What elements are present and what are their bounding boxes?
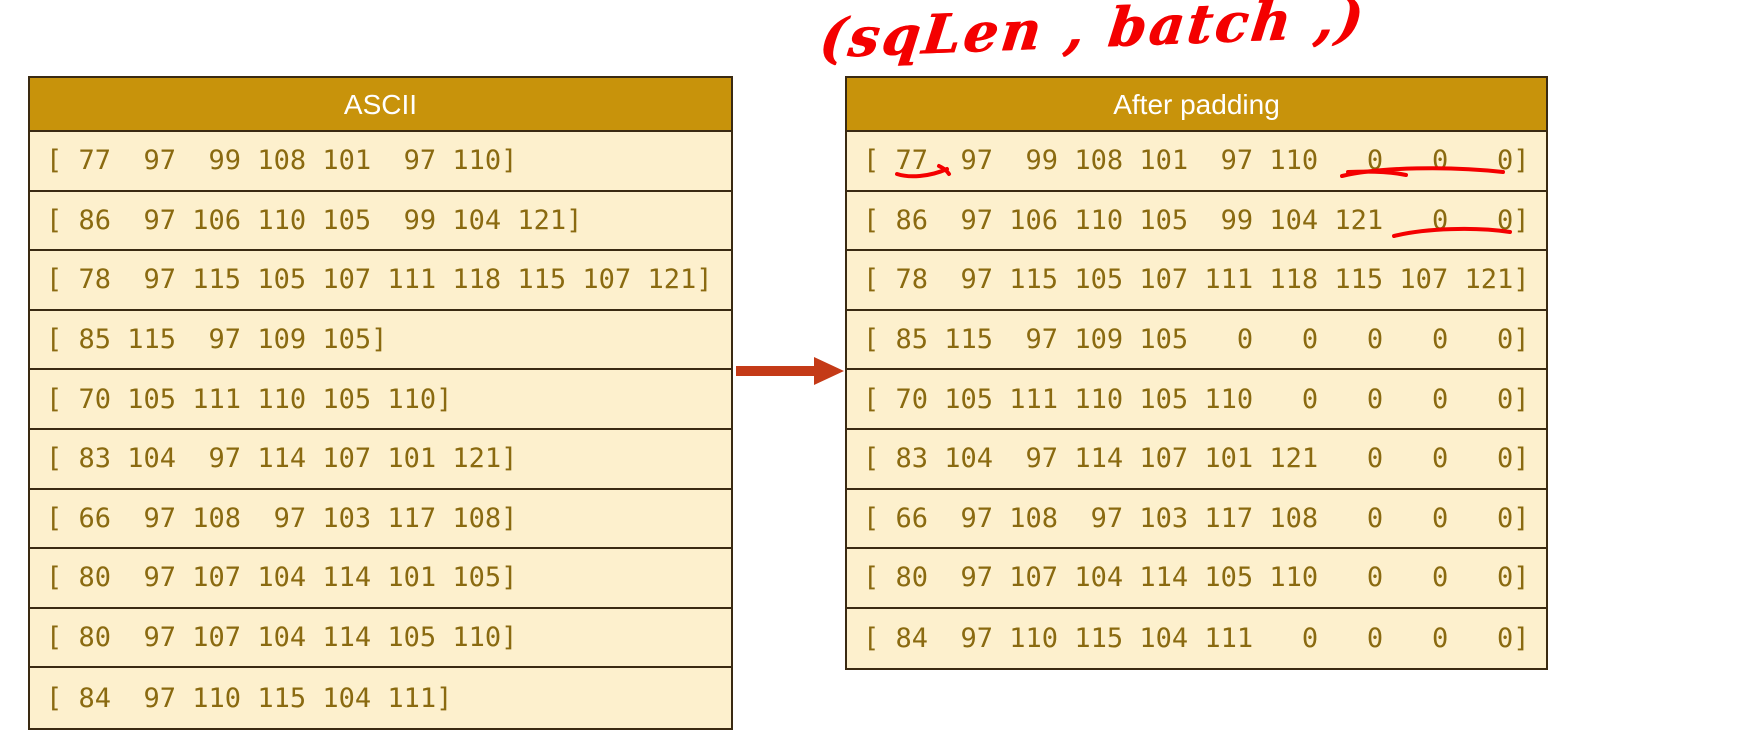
ascii-table: ASCII [ 77 97 99 108 101 97 110] [ 86 97… <box>28 76 733 730</box>
padded-row-values: [ 66 97 108 97 103 117 108 0 0 0] <box>863 502 1530 534</box>
flow-arrow-icon <box>736 357 844 385</box>
table-row: [ 78 97 115 105 107 111 118 115 107 121] <box>847 251 1546 311</box>
table-row: [ 83 104 97 114 107 101 121 0 0 0] <box>847 429 1546 490</box>
padded-row-values: [ 70 105 111 110 105 110 0 0 0 0] <box>863 383 1530 415</box>
ascii-row-values: [ 66 97 108 97 103 117 108] <box>46 502 518 534</box>
ascii-row-values: [ 86 97 106 110 105 99 104 121] <box>46 204 583 236</box>
ascii-table-header: ASCII <box>30 78 731 132</box>
ascii-row-values: [ 78 97 115 105 107 111 118 115 107 121] <box>46 264 713 296</box>
padded-row-values: [ 80 97 107 104 114 105 110 0 0 0] <box>863 562 1530 594</box>
ascii-row-values: [ 80 97 107 104 114 105 110] <box>46 622 518 654</box>
table-row: [ 77 97 99 108 101 97 110 0 0 0] <box>847 132 1546 192</box>
table-row: [ 78 97 115 105 107 111 118 115 107 121] <box>30 251 731 311</box>
padded-row-values: [ 77 97 99 108 101 97 110 0 0 0] <box>863 145 1530 177</box>
table-row: [ 80 97 107 104 114 105 110] <box>30 608 731 669</box>
padded-row-values: [ 85 115 97 109 105 0 0 0 0 0] <box>863 324 1530 356</box>
table-row: [ 85 115 97 109 105] <box>30 310 731 371</box>
table-row: [ 84 97 110 115 104 111] <box>30 668 731 728</box>
table-row: [ 70 105 111 110 105 110 0 0 0 0] <box>847 370 1546 430</box>
table-row: [ 83 104 97 114 107 101 121] <box>30 429 731 490</box>
table-row: [ 86 97 106 110 105 99 104 121 0 0] <box>847 191 1546 252</box>
table-row: [ 70 105 111 110 105 110] <box>30 370 731 430</box>
table-row: [ 77 97 99 108 101 97 110] <box>30 132 731 192</box>
table-row: [ 66 97 108 97 103 117 108 0 0 0] <box>847 489 1546 550</box>
handwritten-annotation: (sqLen , batch ,) <box>816 0 1370 71</box>
ascii-row-values: [ 77 97 99 108 101 97 110] <box>46 145 518 177</box>
ascii-row-values: [ 83 104 97 114 107 101 121] <box>46 443 518 475</box>
ascii-row-values: [ 80 97 107 104 114 101 105] <box>46 562 518 594</box>
ascii-row-values: [ 70 105 111 110 105 110] <box>46 383 453 415</box>
table-row: [ 66 97 108 97 103 117 108] <box>30 489 731 550</box>
table-row: [ 85 115 97 109 105 0 0 0 0 0] <box>847 310 1546 371</box>
padded-row-values: [ 86 97 106 110 105 99 104 121 0 0] <box>863 204 1530 236</box>
ascii-row-values: [ 84 97 110 115 104 111] <box>46 682 453 714</box>
padded-table-header: After padding <box>847 78 1546 132</box>
ascii-row-values: [ 85 115 97 109 105] <box>46 324 388 356</box>
padded-row-values: [ 83 104 97 114 107 101 121 0 0 0] <box>863 443 1530 475</box>
table-row: [ 80 97 107 104 114 101 105] <box>30 549 731 609</box>
table-row: [ 80 97 107 104 114 105 110 0 0 0] <box>847 549 1546 609</box>
padded-row-values: [ 78 97 115 105 107 111 118 115 107 121] <box>863 264 1530 296</box>
padded-table: After padding [ 77 97 99 108 101 97 110 … <box>845 76 1548 671</box>
table-row: [ 86 97 106 110 105 99 104 121] <box>30 191 731 252</box>
padded-row-values: [ 84 97 110 115 104 111 0 0 0 0] <box>863 623 1530 655</box>
table-row: [ 84 97 110 115 104 111 0 0 0 0] <box>847 608 1546 669</box>
